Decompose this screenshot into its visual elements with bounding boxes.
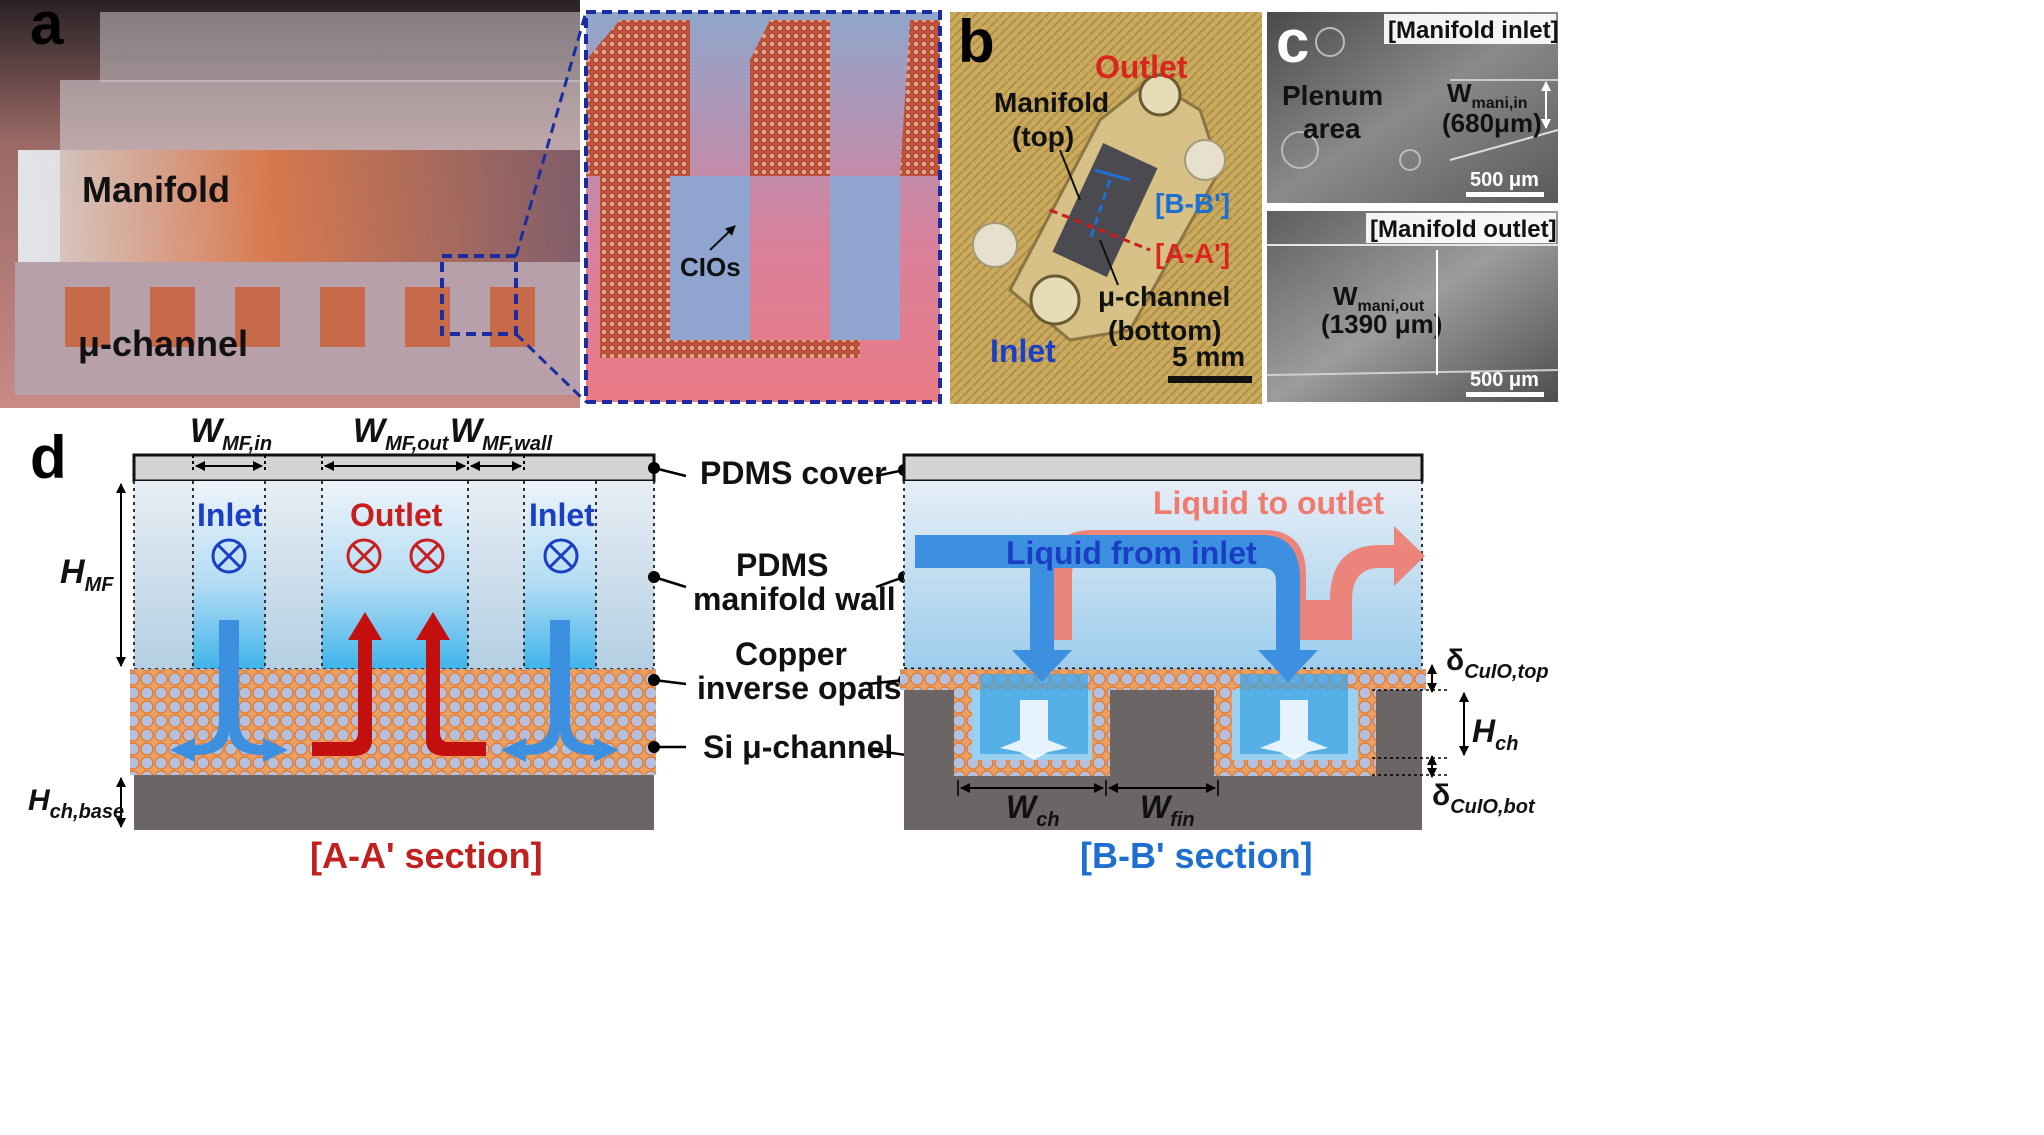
aa-outlet-flow (312, 612, 486, 756)
delta-top-label: δCuIO,top (1446, 644, 1549, 683)
manifold-label: Manifold (82, 169, 230, 210)
liquid-inlet-label: Liquid from inlet (1006, 535, 1257, 571)
b-scale-bar (1168, 376, 1252, 383)
bb-outlet-flow (1048, 526, 1425, 640)
aa-pdms-cover (132, 453, 656, 483)
w-ch-label: Wch (1006, 789, 1060, 831)
c-top-w-value: (680μm) (1442, 108, 1542, 138)
panel-c-top: [Manifold inlet] Plenum area Wmani,in (6… (1267, 8, 1559, 203)
aa-copper-band (130, 669, 656, 775)
zoom-box (440, 254, 518, 336)
panel-label-b: b (958, 8, 995, 75)
c-bottom-w-value: (1390 μm) (1321, 309, 1442, 339)
panel-d-bb: Liquid to outlet Liquid from inlet δCuIO… (900, 453, 1549, 876)
panel-a-zoom: CIOs (584, 10, 942, 404)
delta-bot-label: δCuIO,bot (1432, 779, 1536, 818)
c-top-tag: [Manifold inlet] (1388, 17, 1559, 44)
panel-label-a: a (30, 0, 64, 57)
panel-label-d: d (30, 424, 67, 491)
copper-label-1: Copper (735, 636, 847, 672)
liquid-outlet-label: Liquid to outlet (1153, 485, 1384, 521)
b-aa-label: [A-A'] (1155, 238, 1230, 269)
bb-section-label: [B-B' section] (1080, 835, 1313, 876)
c-area-label: area (1303, 113, 1361, 144)
b-uch-label: μ-channel (1098, 281, 1230, 312)
aa-outlet: Outlet (350, 497, 443, 533)
cios-label: CIOs (680, 252, 741, 282)
c-plenum-label: Plenum (1282, 80, 1383, 111)
b-manifold-label: Manifold (994, 87, 1109, 118)
aa-si-base (134, 775, 654, 830)
aa-into-page-icon-2 (346, 538, 382, 574)
b-uch-sub: (bottom) (1108, 315, 1222, 346)
h-mf-label: HMF (60, 553, 114, 596)
w-fin-label: Wfin (1140, 789, 1195, 831)
panel-d-aa: d WMF,in WMF,out WMF,wall (28, 412, 656, 876)
aa-into-page-icon-4 (543, 538, 579, 574)
pdms-wall-label-2: manifold wall (693, 581, 896, 617)
c-bottom-scale-label: 500 μm (1470, 369, 1539, 391)
w-mf-in-label: WMF,in (190, 412, 272, 455)
c-bottom-tag: [Manifold outlet] (1370, 216, 1557, 243)
c-bottom-scale-bar (1466, 392, 1544, 397)
w-mf-wall-label: WMF,wall (450, 412, 553, 455)
aa-into-page-icon-1 (211, 538, 247, 574)
aa-section-label: [A-A' section] (310, 835, 543, 876)
b-bb-label: [B-B'] (1155, 188, 1230, 219)
b-inlet-label: Inlet (990, 333, 1056, 369)
bb-pdms-cover (902, 453, 1424, 483)
b-manifold-sub: (top) (1012, 121, 1074, 152)
copper-label-2: inverse opals (697, 670, 902, 706)
pdms-cover-label: PDMS cover (700, 455, 887, 491)
pdms-wall-label-1: PDMS (736, 547, 828, 583)
b-outlet-label: Outlet (1095, 49, 1188, 85)
b-scale-label: 5 mm (1172, 341, 1245, 372)
panel-b: Outlet Manifold (top) [B-B'] [A-A'] μ-ch… (950, 8, 1262, 404)
aa-inlet-flow-right (501, 620, 619, 762)
c-top-w-label: Wmani,in (1447, 78, 1528, 112)
panel-a: Manifold μ-channel a (0, 0, 588, 408)
aa-inlet-flow-left (170, 620, 288, 762)
aa-inlet-right: Inlet (529, 497, 595, 533)
aa-into-page-icon-3 (409, 538, 445, 574)
c-top-scale-bar (1466, 192, 1544, 197)
c-top-scale-label: 500 μm (1470, 169, 1539, 191)
panel-c-bottom: [Manifold outlet] Wmani,out (1390 μm) 50… (1266, 211, 1559, 402)
h-ch-label: Hch (1472, 713, 1518, 755)
h-ch-base-label: Hch,base (28, 784, 124, 823)
w-mf-out-label: WMF,out (353, 412, 450, 455)
si-label: Si μ-channel (703, 729, 893, 765)
bb-inlet-flow (915, 535, 1318, 682)
c-bottom-w-label: Wmani,out (1333, 281, 1425, 315)
uchannel-label: μ-channel (78, 323, 248, 364)
panel-label-c: c (1276, 8, 1309, 75)
aa-inlet-left: Inlet (197, 497, 263, 533)
